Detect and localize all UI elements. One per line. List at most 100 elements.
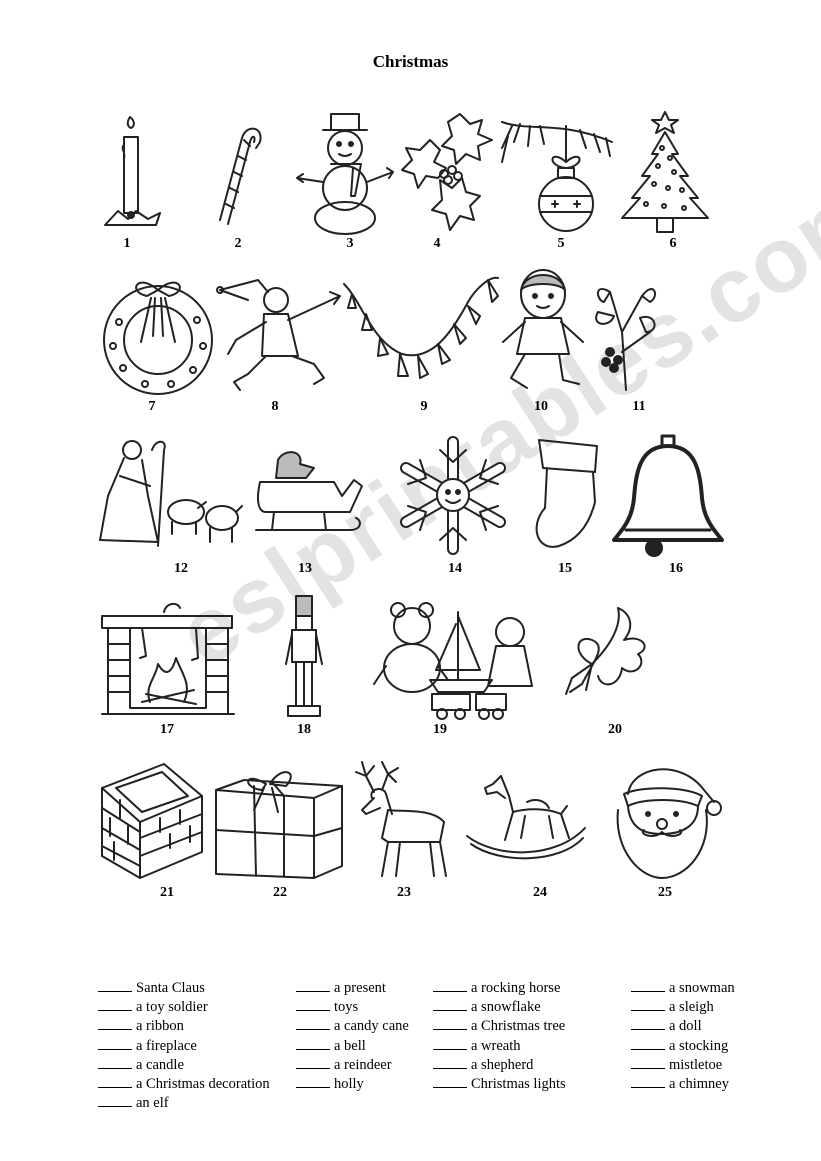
- answer-blank[interactable]: [433, 1016, 467, 1031]
- picture-number: 25: [658, 885, 672, 900]
- picture-number: 10: [534, 399, 548, 414]
- fireplace-icon: [100, 598, 235, 720]
- answer-blank[interactable]: [98, 1074, 132, 1088]
- answer-blank[interactable]: [98, 1093, 132, 1108]
- sleigh-icon: [254, 450, 364, 542]
- picture-number: 3: [346, 236, 354, 251]
- word-label: a sleigh: [669, 999, 714, 1016]
- answer-blank[interactable]: [98, 1036, 132, 1050]
- picture-number: 12: [174, 561, 188, 576]
- word-item: a snowman: [631, 978, 735, 997]
- santa-claus-icon: [610, 760, 722, 880]
- word-item: a present: [296, 978, 409, 997]
- reindeer-icon: [352, 758, 450, 882]
- word-label: a Christmas decoration: [136, 1075, 270, 1092]
- answer-blank[interactable]: [296, 1074, 330, 1088]
- answer-blank[interactable]: [296, 1036, 330, 1050]
- word-item: a bell: [296, 1036, 409, 1055]
- answer-blank[interactable]: [296, 978, 330, 992]
- answer-blank[interactable]: [98, 978, 132, 992]
- word-item: mistletoe: [631, 1055, 735, 1074]
- word-label: a Christmas tree: [471, 1018, 566, 1035]
- word-item: a reindeer: [296, 1055, 409, 1074]
- word-label: a candle: [136, 1056, 184, 1073]
- mistletoe-icon: [590, 272, 662, 394]
- word-label: a toy soldier: [136, 999, 208, 1016]
- answer-blank[interactable]: [98, 1016, 132, 1031]
- word-item: a sleigh: [631, 997, 735, 1016]
- picture-number: 9: [420, 399, 428, 414]
- answer-blank[interactable]: [433, 1036, 467, 1050]
- word-label: a present: [334, 980, 386, 996]
- answer-blank[interactable]: [296, 997, 330, 1012]
- answer-blank[interactable]: [433, 978, 467, 992]
- word-item: a Christmas tree: [433, 1016, 566, 1035]
- answer-blank[interactable]: [433, 1074, 467, 1088]
- word-label: a bell: [334, 1037, 366, 1054]
- answer-blank[interactable]: [296, 1055, 330, 1069]
- picture-number: 13: [298, 561, 312, 576]
- word-label: holly: [334, 1075, 364, 1092]
- word-list: Santa Claus a toy soldier a ribbon a fir…: [0, 978, 821, 1128]
- page-title: Christmas: [372, 52, 449, 71]
- word-label: a chimney: [669, 1075, 729, 1092]
- picture-number: 5: [557, 236, 565, 251]
- word-label: a wreath: [471, 1037, 521, 1054]
- answer-blank[interactable]: [98, 1055, 132, 1069]
- toy-soldier-icon: [282, 594, 326, 720]
- answer-blank[interactable]: [631, 1016, 665, 1031]
- picture-number: 24: [533, 885, 547, 900]
- picture-number: 16: [669, 561, 683, 576]
- word-label: Christmas lights: [471, 1075, 566, 1092]
- answer-blank[interactable]: [98, 997, 132, 1012]
- answer-blank[interactable]: [631, 1074, 665, 1088]
- word-label: a shepherd: [471, 1056, 534, 1073]
- word-item: a fireplace: [98, 1036, 270, 1055]
- word-item: an elf: [98, 1093, 270, 1112]
- snowman-icon: [295, 110, 395, 235]
- word-item: a candle: [98, 1055, 270, 1074]
- word-column: a present toys a candy cane a bell a rei…: [296, 978, 409, 1093]
- word-item: a toy soldier: [98, 997, 270, 1016]
- word-label: a snowman: [669, 980, 735, 996]
- picture-number: 19: [433, 722, 447, 737]
- doll-icon: [497, 268, 589, 396]
- elf-icon: [216, 270, 343, 398]
- word-item: a shepherd: [433, 1055, 566, 1074]
- word-column: a snowman a sleigh a doll a stocking mis…: [631, 978, 735, 1093]
- ribbon-icon: [562, 604, 654, 699]
- stocking-icon: [525, 436, 603, 556]
- picture-number: 15: [558, 561, 572, 576]
- word-label: a stocking: [669, 1037, 729, 1054]
- picture-number: 6: [669, 236, 677, 251]
- word-label: a candy cane: [334, 1018, 409, 1035]
- word-item: holly: [296, 1074, 409, 1093]
- picture-number: 11: [632, 399, 646, 414]
- toys-icon: [372, 596, 542, 721]
- snowflake-icon: [398, 436, 508, 555]
- rocking-horse-icon: [465, 772, 587, 862]
- picture-number: 7: [148, 399, 156, 414]
- word-item: a doll: [631, 1016, 735, 1035]
- picture-number: 18: [297, 722, 311, 737]
- christmas-tree-icon: [618, 110, 713, 235]
- christmas-lights-icon: [342, 272, 500, 392]
- answer-blank[interactable]: [433, 997, 467, 1012]
- chimney-icon: [100, 762, 205, 880]
- word-label: an elf: [136, 1095, 169, 1112]
- answer-blank[interactable]: [631, 978, 665, 992]
- word-label: a rocking horse: [471, 980, 561, 996]
- word-item: Christmas lights: [433, 1074, 566, 1093]
- answer-blank[interactable]: [631, 997, 665, 1012]
- word-item: a Christmas decoration: [98, 1074, 270, 1093]
- shepherd-icon: [98, 436, 243, 551]
- answer-blank[interactable]: [433, 1055, 467, 1069]
- word-label: a ribbon: [136, 1018, 184, 1035]
- wreath-icon: [97, 272, 219, 397]
- picture-number: 14: [448, 561, 462, 576]
- answer-blank[interactable]: [631, 1036, 665, 1050]
- word-item: a wreath: [433, 1036, 566, 1055]
- answer-blank[interactable]: [296, 1016, 330, 1031]
- picture-number: 4: [433, 236, 441, 251]
- answer-blank[interactable]: [631, 1055, 665, 1069]
